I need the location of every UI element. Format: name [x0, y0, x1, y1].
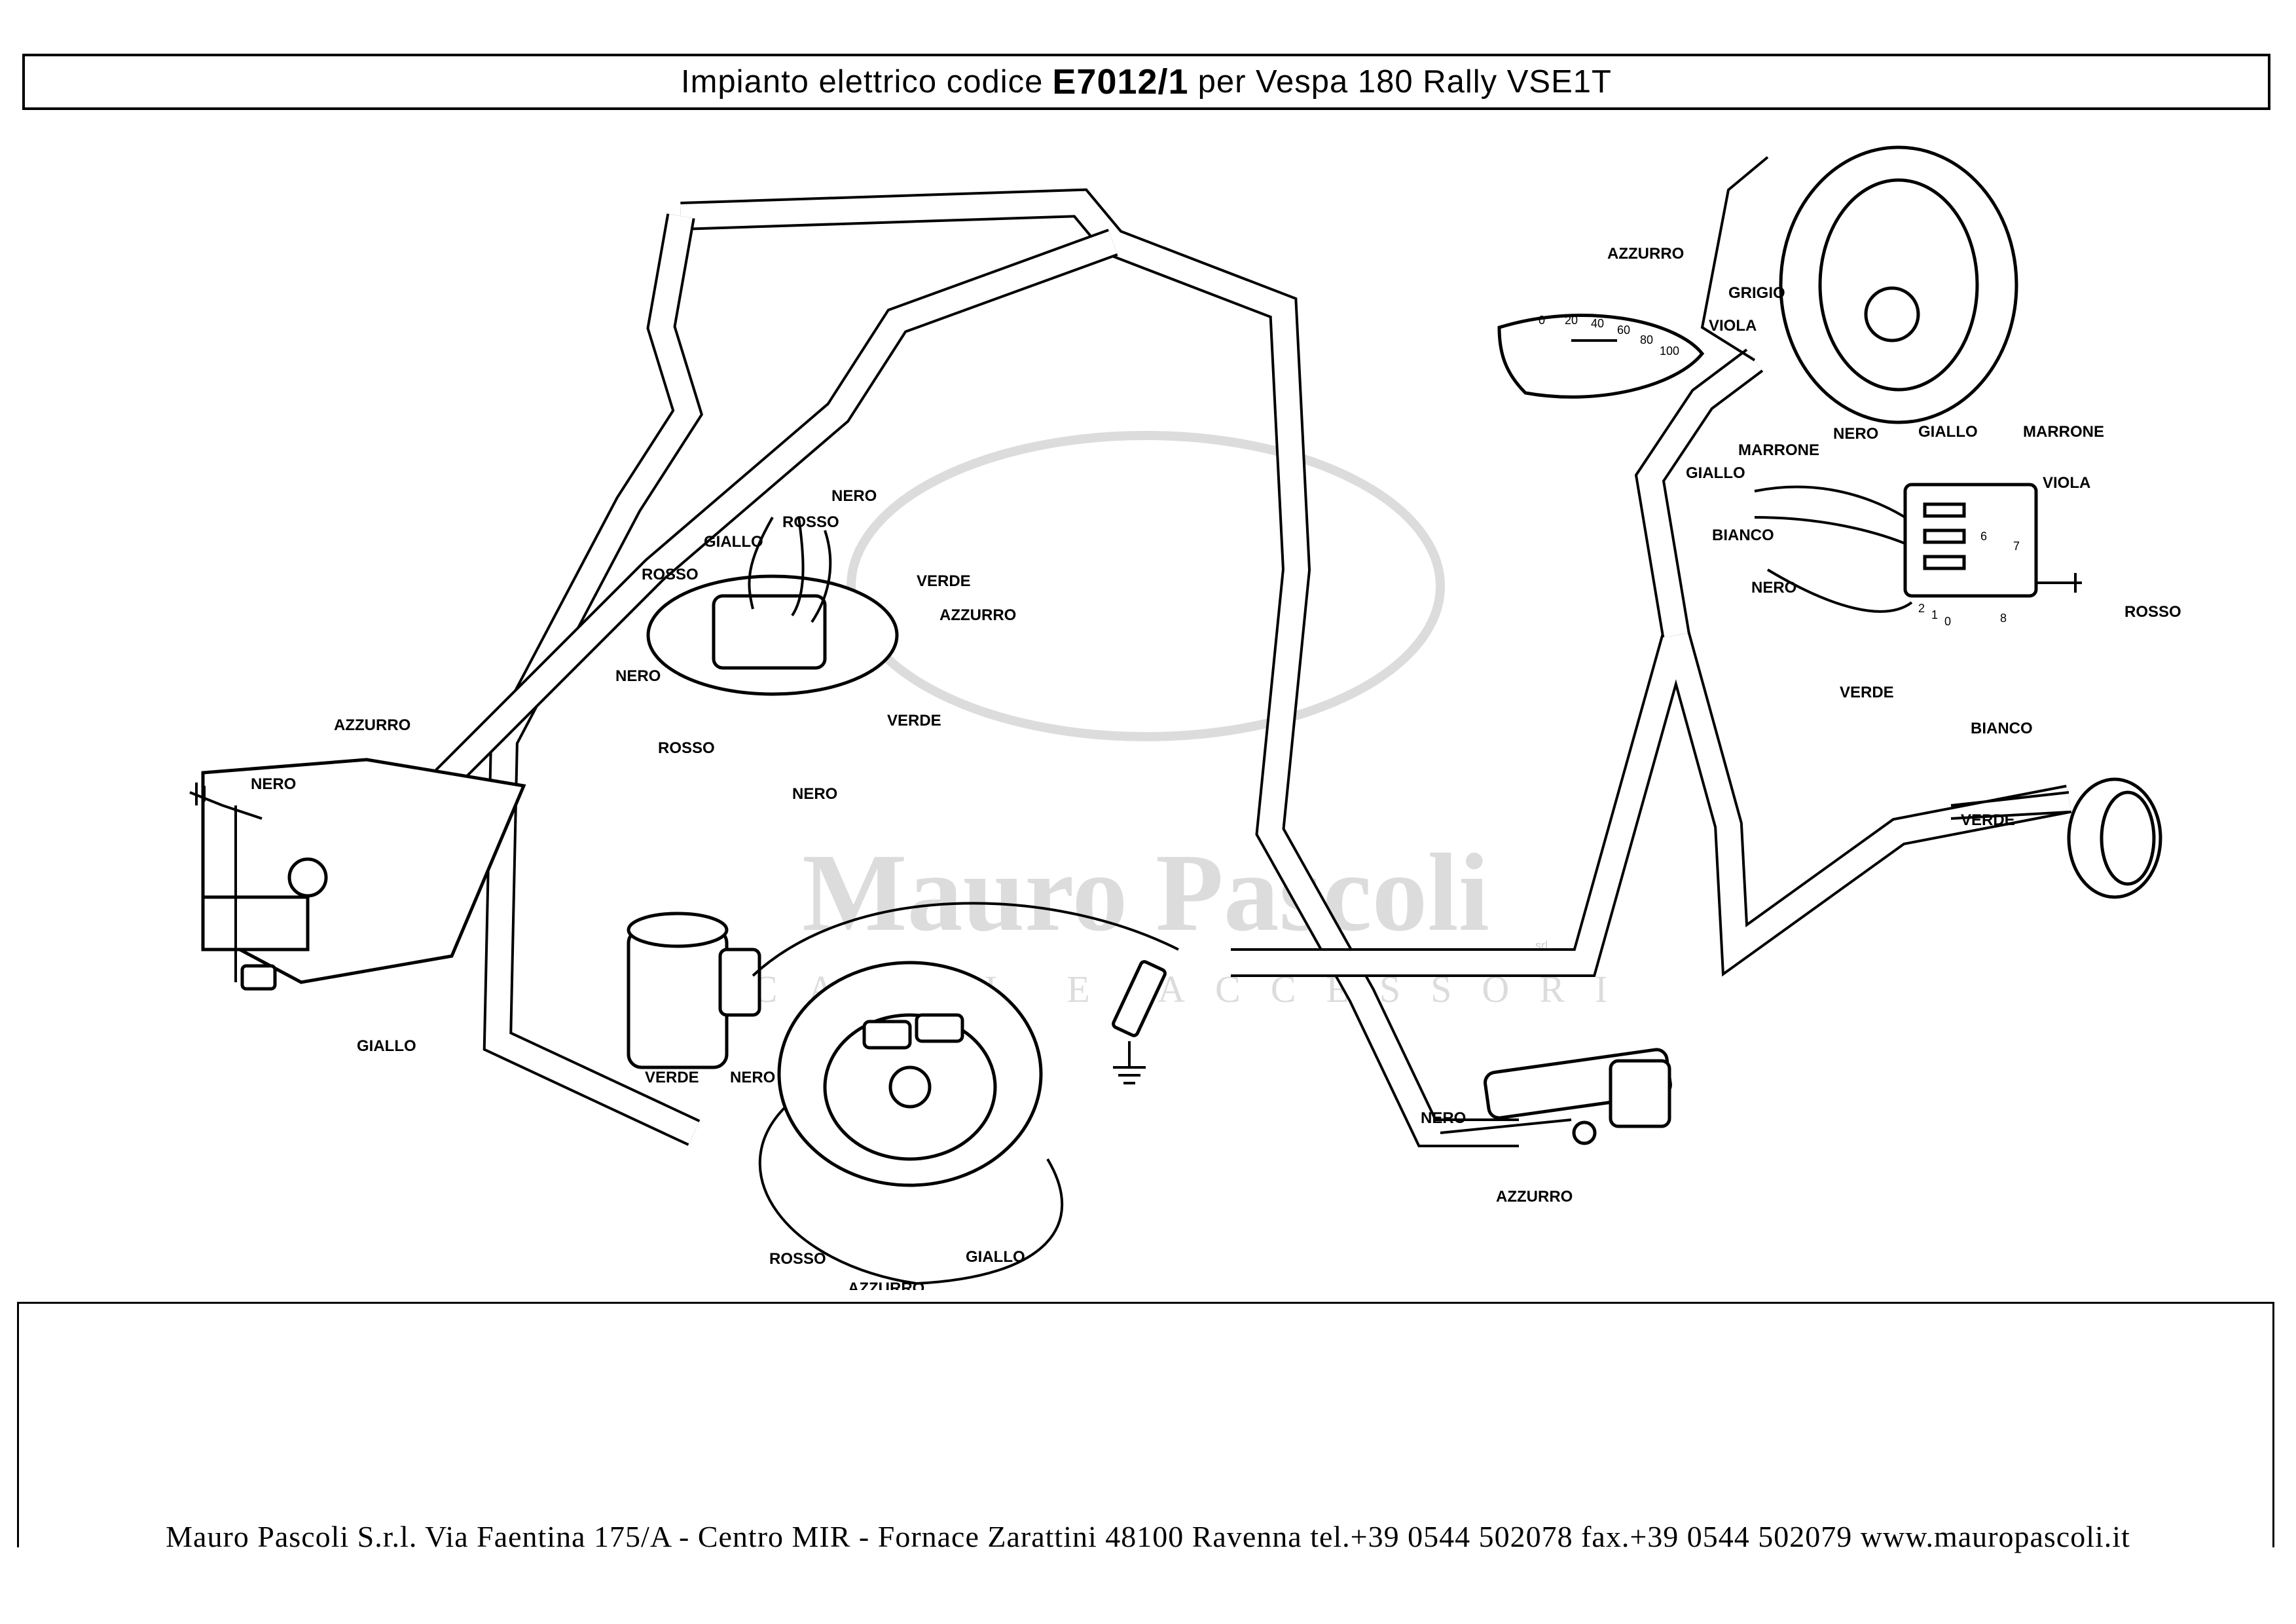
label-brake-azzurro: AZZURRO: [1496, 1188, 1573, 1206]
label-switch-viola: VIOLA: [2043, 474, 2090, 492]
label-switch-giallo: GIALLO: [1918, 423, 1978, 441]
label-magneto-verde: VERDE: [645, 1069, 699, 1086]
switch-terminal-2: 2: [1918, 602, 1925, 615]
label-coil-nero: NERO: [792, 785, 837, 803]
label-coil-rosso: ROSSO: [658, 739, 715, 757]
label-horn-bianco: BIANCO: [1971, 720, 2033, 737]
label-junction-giallo: GIALLO: [704, 533, 763, 551]
switch-terminal-7: 7: [2013, 540, 2020, 553]
svg-text:100: 100: [1660, 344, 1679, 358]
label-magneto-giallo: GIALLO: [966, 1248, 1025, 1266]
svg-text:40: 40: [1591, 317, 1604, 330]
label-junction-verde-low: VERDE: [887, 712, 941, 729]
title-prefix: Impianto elettrico codice: [681, 64, 1044, 100]
svg-text:20: 20: [1565, 314, 1578, 327]
label-headlamp-nero: NERO: [1833, 425, 1878, 443]
label-junction-nero-left: NERO: [615, 667, 661, 685]
label-magneto-rosso: ROSSO: [769, 1250, 826, 1268]
label-junction-rosso-top: ROSSO: [782, 513, 839, 531]
label-magneto-nero: NERO: [730, 1069, 775, 1086]
label-switch-rosso: ROSSO: [2124, 603, 2181, 621]
label-switch-nero: NERO: [1751, 579, 1796, 597]
label-headlamp-grigio: GRIGIO: [1728, 284, 1785, 302]
spark-plug: [1112, 960, 1167, 1084]
svg-text:60: 60: [1617, 323, 1630, 337]
label-switch-marrone: MARRONE: [2023, 423, 2104, 441]
wire-labels: AZZURRO NERO GIALLO NERO ROSSO GIALLO RO…: [251, 245, 2181, 1290]
light-switch: 6 7 2 1 0 8: [1754, 483, 2082, 628]
label-magneto-azzurro: AZZURRO: [848, 1280, 924, 1290]
horn: [1950, 777, 2162, 899]
notes-box: [17, 1302, 2274, 1547]
switch-terminal-1: 1: [1931, 608, 1938, 621]
headlamp: [1700, 145, 2018, 424]
svg-text:80: 80: [1640, 333, 1653, 346]
label-horn-verde: VERDE: [1961, 811, 2015, 829]
footer-address: Mauro Pascoli S.r.l. Via Faentina 175/A …: [166, 1520, 2130, 1553]
label-switch-bianco: BIANCO: [1712, 526, 1774, 544]
ignition-coil: [627, 902, 1179, 1069]
label-junction-verde-right: VERDE: [917, 572, 971, 590]
brake-switch: [1440, 1048, 1672, 1145]
label-tail-nero: NERO: [251, 775, 296, 793]
label-tail-giallo: GIALLO: [357, 1037, 416, 1055]
label-headlamp-viola: VIOLA: [1709, 317, 1757, 335]
label-headlamp-giallo: GIALLO: [1686, 464, 1745, 482]
main-harness: [422, 188, 2072, 1147]
switch-terminal-0: 0: [1944, 615, 1951, 628]
magneto-stator: [758, 961, 1064, 1285]
speedometer: 0 20 40 60 80 100: [1497, 313, 1705, 399]
label-junction-nero-top: NERO: [831, 487, 877, 505]
label-junction-azzurro: AZZURRO: [939, 606, 1016, 624]
tail-light: [189, 758, 526, 991]
wiring-diagram: Mauro Pascoli srl RICAMBI E ACCESSORI: [0, 111, 2296, 1290]
label-tail-azzurro: AZZURRO: [334, 716, 410, 734]
diagram-title: Impianto elettrico codice E7012/1 per Ve…: [22, 54, 2270, 110]
label-junction-rosso-left: ROSSO: [642, 566, 699, 583]
title-code: E7012/1: [1052, 62, 1189, 101]
switch-terminal-8: 8: [2000, 612, 2007, 625]
switch-terminal-6: 6: [1980, 530, 1987, 543]
label-switch-verde: VERDE: [1840, 684, 1894, 701]
title-suffix: per Vespa 180 Rally VSE1T: [1197, 64, 1612, 100]
svg-text:0: 0: [1539, 314, 1545, 327]
central-junction: [646, 517, 899, 696]
label-headlamp-azzurro: AZZURRO: [1607, 245, 1684, 263]
label-headlamp-marrone: MARRONE: [1738, 441, 1819, 459]
label-brake-nero: NERO: [1421, 1109, 1466, 1127]
